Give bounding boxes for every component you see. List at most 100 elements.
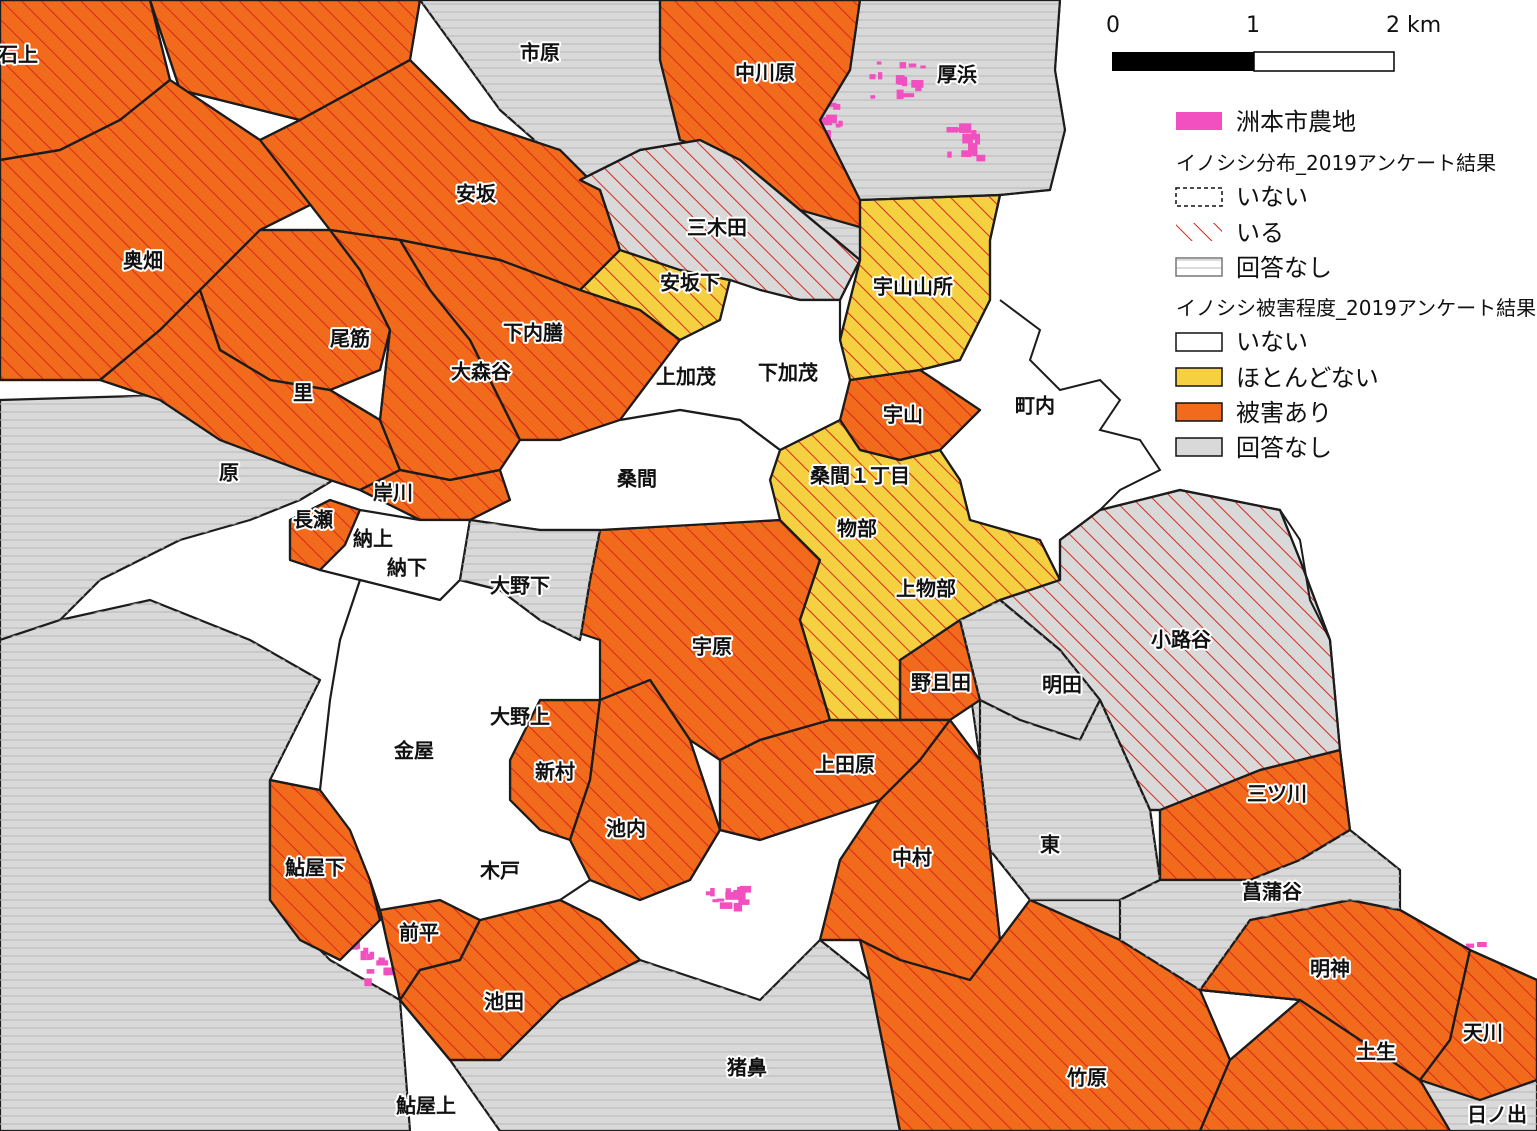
place-label: 三木田 <box>687 216 747 240</box>
place-labels: 石上市原中川原厚浜安坂奥畑三木田安坂下宇山山所尾筋下内膳大森谷上加茂下加茂里宇山… <box>0 39 1529 1129</box>
region-東-lines <box>980 700 1160 900</box>
place-label: 前平 <box>399 921 439 945</box>
farmland-patch <box>833 103 841 110</box>
legend-swatch-dmg-noanswer <box>1175 437 1223 457</box>
place-label: 金屋 <box>393 739 434 763</box>
legend: 洲本市農地 イノシシ分布_2019アンケート結果 いない いる 回答なし イノシ… <box>1175 108 1536 462</box>
farmland-patch <box>712 899 719 903</box>
farmland-patch <box>970 149 978 153</box>
legend-swatch-dist-noanswer <box>1175 257 1223 277</box>
farmland-patch <box>733 902 743 912</box>
farmland-patch <box>733 890 746 900</box>
place-label: 奥畑 <box>123 249 163 273</box>
place-label: 上物部 <box>896 577 956 601</box>
farmland-patch <box>878 72 883 80</box>
place-label: 野且田 <box>911 671 971 695</box>
place-label: 町内 <box>1015 394 1055 418</box>
farmland-patch <box>902 76 908 87</box>
region-池内-hatch <box>568 678 722 902</box>
farmland-patch <box>972 151 978 157</box>
farmland-patch <box>915 85 922 92</box>
coastline <box>999 0 1331 641</box>
place-label: 大森谷 <box>451 360 512 384</box>
farmland-patch <box>739 885 752 893</box>
farmland-patch <box>376 960 389 966</box>
place-label: 大野上 <box>490 705 550 729</box>
farmland-patch <box>719 902 733 909</box>
farmland-patch <box>363 947 369 955</box>
legend-swatch-dmg-none <box>1175 332 1223 352</box>
farmland-patch <box>384 972 390 976</box>
place-label: 市原 <box>520 41 560 65</box>
place-label: 東 <box>1040 833 1060 857</box>
farmland-patch <box>705 891 715 896</box>
farmland-patch <box>902 93 915 98</box>
region-奥畑-hatch <box>0 78 322 382</box>
farmland-patch <box>835 123 841 128</box>
farmland-patch <box>971 130 977 139</box>
legend-swatch-dmg-yes <box>1175 402 1223 422</box>
place-label: 下加茂 <box>758 361 818 385</box>
farmland-patch <box>961 150 972 157</box>
region-池田-hatch <box>398 898 642 1062</box>
farmland-patch <box>366 969 375 974</box>
place-label: 桑間 <box>617 467 657 491</box>
region-大野下-lines <box>460 520 600 640</box>
scale-bar-black-segment <box>1112 52 1254 71</box>
farmland-patch <box>716 898 725 902</box>
place-label: 鮎屋上 <box>396 1094 456 1118</box>
legend-label-dist-present: いる <box>1236 219 1284 247</box>
place-label: 厚浜 <box>937 63 977 87</box>
farmland-patch <box>899 62 907 69</box>
legend-swatch-dmg-little <box>1175 367 1223 387</box>
farmland-patch <box>725 892 737 898</box>
place-label: 石上 <box>0 43 38 67</box>
region-土生-hatch <box>1198 998 1452 1131</box>
farmland-patch <box>710 888 715 897</box>
place-label: 岸川 <box>373 481 413 505</box>
scale-label-1: 1 <box>1246 13 1260 38</box>
region-明田-lines <box>960 600 1100 740</box>
farmland-patch <box>920 65 926 69</box>
farmland-patch <box>976 154 986 162</box>
scale-label-2km: 2 km <box>1386 13 1441 38</box>
place-label: 宇山山所 <box>873 275 953 299</box>
farmland-patch <box>908 63 917 68</box>
place-label: 三ツ川 <box>1247 782 1307 806</box>
place-label: 宇原 <box>692 635 732 659</box>
place-label: 木戸 <box>479 859 520 883</box>
farmland-patch <box>966 151 978 156</box>
place-label: 池田 <box>484 990 524 1014</box>
farmland-patch <box>959 123 972 133</box>
scale-bar-white-segment <box>1253 51 1395 72</box>
place-label: 天川 <box>1463 1021 1503 1045</box>
farmland-patch <box>378 957 385 961</box>
legend-label-dist-noanswer: 回答なし <box>1236 254 1332 282</box>
region-宇山山所-hatch <box>838 193 1002 382</box>
place-label: 中村 <box>892 846 932 870</box>
legend-label-dmg-yes: 被害あり <box>1236 399 1332 427</box>
place-label: 中川原 <box>735 61 795 85</box>
region-桑間 <box>468 408 782 532</box>
place-label: 宇山 <box>883 403 923 427</box>
place-label: 日ノ出 <box>1467 1103 1527 1127</box>
legend-swatch-farmland <box>1176 112 1222 130</box>
place-label: 納上 <box>353 527 393 551</box>
legend-swatch-dist-absent <box>1175 187 1223 207</box>
farmland-patch <box>383 967 394 976</box>
legend-swatch-dist-present <box>1176 223 1222 241</box>
farmland-patch <box>820 117 832 126</box>
farmland-patch <box>946 127 959 133</box>
place-label: 上田原 <box>815 753 875 777</box>
place-label: 安坂 <box>456 182 497 206</box>
place-label: 猪鼻 <box>727 1056 767 1080</box>
farmland-patch <box>870 95 876 99</box>
place-label: 菖蒲谷 <box>1242 880 1303 904</box>
place-label: 桑間１丁目 <box>810 464 910 488</box>
place-label: 物部 <box>837 517 877 541</box>
place-label: 新村 <box>535 760 575 784</box>
place-label: 納下 <box>387 556 427 580</box>
legend-title-damage: イノシシ被害程度_2019アンケート結果 <box>1176 296 1536 320</box>
farmland-patch <box>968 143 978 153</box>
